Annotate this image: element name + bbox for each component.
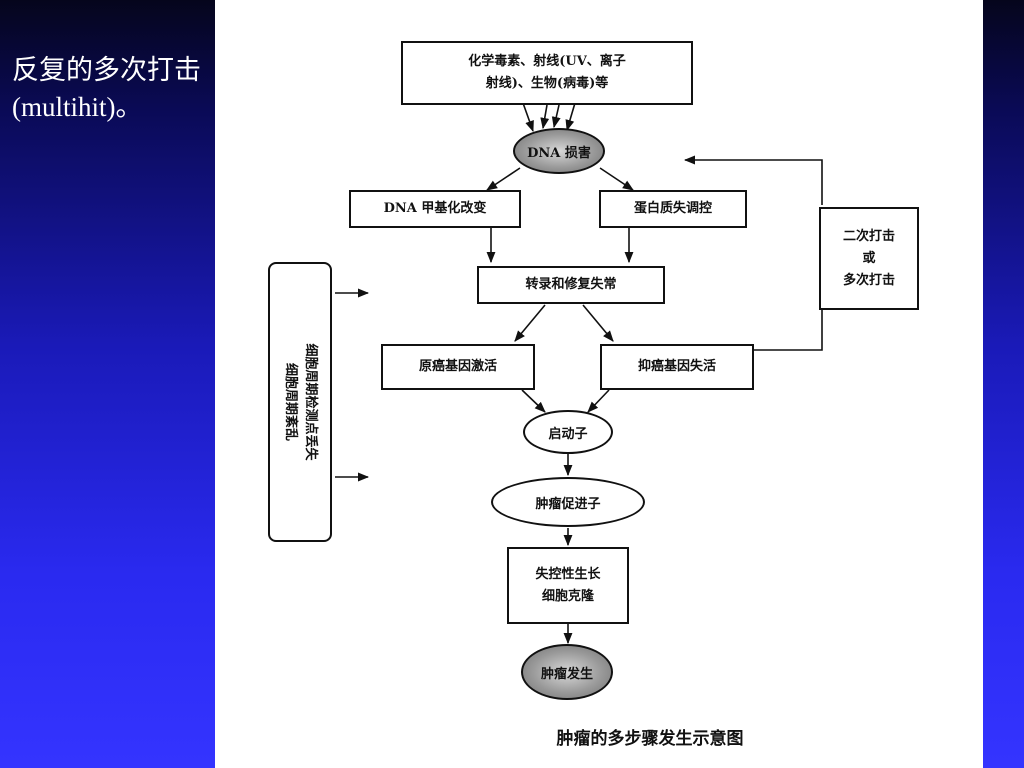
node-initiator: 启动子 <box>523 410 613 454</box>
arrow-oncogene-initiator <box>521 389 546 413</box>
flowchart-connectors <box>335 102 823 645</box>
arrow-multihit-dna <box>683 155 823 205</box>
arrow-agents-dna4 <box>565 102 576 132</box>
arrow-agents-dna3 <box>522 102 534 133</box>
node-cellcycle: 细胞周期检测点丢失 细胞周期紊乱 <box>268 262 332 542</box>
line-suppressor-multihit <box>754 310 823 351</box>
node-tumor: 肿瘤发生 <box>521 644 613 700</box>
node-multihit: 二次打击 或 多次打击 <box>819 207 919 310</box>
node-growth: 失控性生长 细胞克隆 <box>507 547 629 624</box>
arrow-agents-dna2 <box>551 104 561 129</box>
node-dna-damage: DNA 损害 <box>513 128 605 174</box>
arrow-transcription-oncogene <box>514 304 546 342</box>
node-oncogene: 原癌基因激活 <box>381 344 535 390</box>
node-agents: 化学毒素、射线(UV、离子 射线)、生物(病毒)等 <box>401 41 693 105</box>
arrow-dna-protein <box>599 167 634 191</box>
slide-caption: 反复的多次打击(multihit)。 <box>12 55 201 122</box>
arrow-agents-dna1 <box>540 104 550 130</box>
diagram-title: 肿瘤的多步骤发生示意图 <box>556 729 744 749</box>
node-transcription: 转录和修复失常 <box>477 266 665 304</box>
node-promoter: 肿瘤促进子 <box>491 477 645 527</box>
diagram-panel: 化学毒素、射线(UV、离子 射线)、生物(病毒)等 DNA 损害 DNA 甲基化… <box>215 0 983 768</box>
node-suppressor: 抑癌基因失活 <box>600 344 754 390</box>
arrow-transcription-suppressor <box>582 304 614 342</box>
node-cellcycle-label: 细胞周期检测点丢失 细胞周期紊乱 <box>283 343 318 461</box>
arrow-dna-methylation <box>486 167 521 191</box>
node-protein: 蛋白质失调控 <box>599 190 747 228</box>
arrow-suppressor-initiator <box>587 389 610 413</box>
node-methylation: DNA 甲基化改变 <box>349 190 521 228</box>
